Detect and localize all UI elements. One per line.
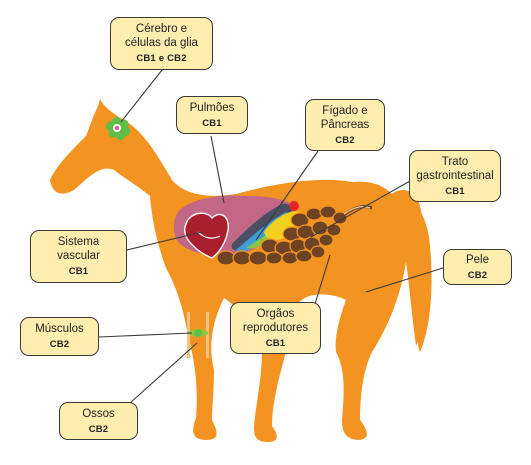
label-vascular-receptor: CB1	[68, 266, 89, 277]
spleen-organ	[289, 201, 299, 211]
colon-tube-2	[343, 205, 371, 215]
label-lungs-receptor: CB1	[202, 117, 222, 129]
label-bones-receptor: CB2	[88, 423, 109, 435]
label-repro-receptor: CB1	[265, 337, 286, 349]
liver-organ	[231, 203, 292, 251]
label-gi: Trato gastrointestinal CB1	[409, 150, 501, 202]
intestines-organ	[216, 205, 348, 266]
label-gi-receptor: CB1	[445, 185, 465, 197]
heart-vessel-line	[197, 231, 221, 239]
label-liver: Fígado e Pâncreas CB2	[305, 99, 385, 151]
label-skin-name: Pele	[465, 253, 490, 266]
horse-body	[50, 102, 428, 442]
label-liver-name: Fígado e Pâncreas	[320, 104, 370, 131]
label-brain-name: Cérebro e células da glia	[125, 23, 198, 49]
label-muscles-receptor: CB2	[49, 339, 70, 350]
label-gi-name: Trato gastrointestinal	[416, 155, 494, 182]
label-repro-name: Orgãos reprodutores	[242, 307, 309, 334]
label-brain: Cérebro e células da glia CB1 e CB2	[110, 17, 213, 70]
horse-ear	[96, 99, 108, 114]
label-bones: Ossos CB2	[59, 402, 138, 440]
label-muscles: Músculos CB2	[20, 317, 99, 356]
label-skin-receptor: CB2	[467, 269, 488, 281]
label-vascular-name: Sistema vascular	[57, 236, 100, 262]
label-skin: Pele CB2	[443, 249, 512, 285]
label-vascular: Sistema vascular CB1	[30, 230, 127, 283]
heart-organ	[183, 212, 229, 259]
leader-lines	[98, 69, 444, 404]
label-repro: Orgãos reprodutores CB1	[230, 302, 321, 354]
label-bones-name: Ossos	[82, 407, 115, 420]
label-lungs-name: Pulmões	[189, 101, 235, 114]
label-lungs: Pulmões CB1	[176, 96, 248, 134]
brain-cells-icon	[105, 117, 131, 140]
label-muscles-name: Músculos	[35, 323, 84, 335]
label-brain-receptor: CB1 e CB2	[136, 53, 187, 64]
label-liver-receptor: CB2	[335, 134, 355, 146]
horse-tail	[398, 192, 432, 352]
leg-bone-icon	[187, 312, 209, 358]
